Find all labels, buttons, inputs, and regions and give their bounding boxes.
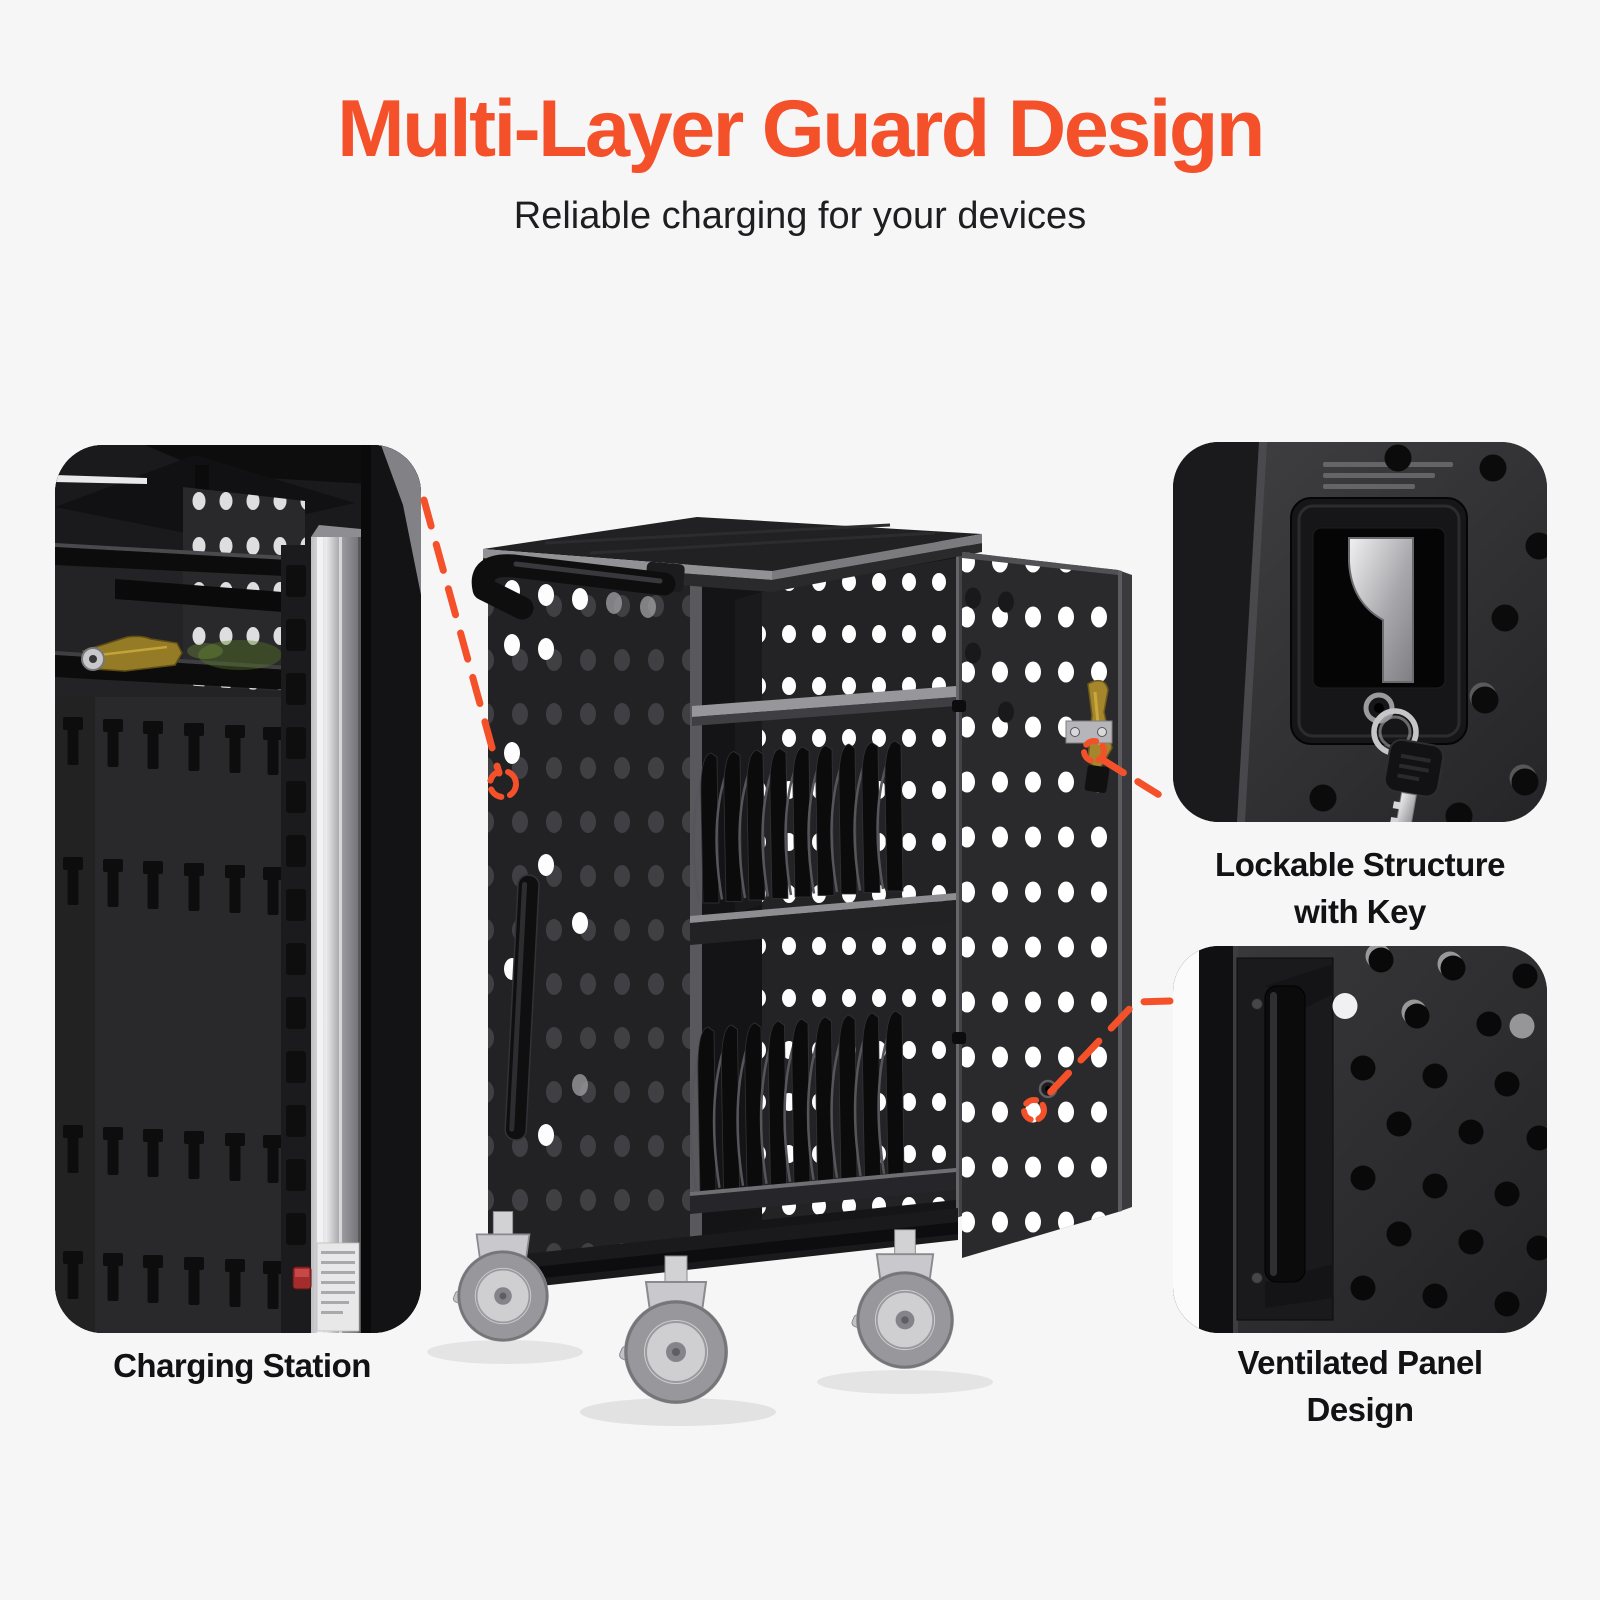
vent-panel-illustration [1173,946,1547,1333]
vent-holes [1332,946,1547,1317]
caption-line: Lockable Structure [1215,846,1505,883]
caption-line: Ventilated Panel [1237,1344,1483,1381]
key [1371,708,1445,822]
caption-line: Charging Station [113,1347,371,1384]
page-title: Multi-Layer Guard Design [337,84,1265,174]
charging-cart-photo [410,485,1200,1460]
caption-ventilated-panel: Ventilated Panel Design [1160,1339,1560,1433]
cart-interior [688,540,960,1242]
caster-wheel [616,1254,730,1406]
caption-line: with Key [1294,893,1426,930]
caption-line: Design [1306,1391,1414,1428]
lock-body [1290,497,1468,745]
page-subtitle: Reliable charging for your devices [513,195,1087,237]
caption-charging-station: Charging Station [42,1342,442,1389]
power-strip-label [316,1242,360,1332]
open-door [952,552,1132,1258]
lockable-structure-photo [1173,442,1547,822]
cable-slots [63,717,283,1309]
shelf [55,547,305,577]
lock-handle [1348,537,1414,683]
charging-cart-illustration [427,517,1132,1426]
power-outlets [286,565,306,1245]
front-door-handle [504,874,540,1141]
lock-illustration [1173,442,1547,822]
door-edge-handle [1236,957,1334,1321]
caster-wheel [849,1228,956,1371]
charging-station-illustration [55,445,421,1333]
charging-station-photo [55,445,421,1333]
caption-lockable-structure: Lockable Structure with Key [1160,841,1560,935]
ventilated-panel-photo [1173,946,1547,1333]
cart-left-panel [488,556,690,1270]
spare-lock-latch [81,635,183,672]
cart-base [487,1208,958,1292]
